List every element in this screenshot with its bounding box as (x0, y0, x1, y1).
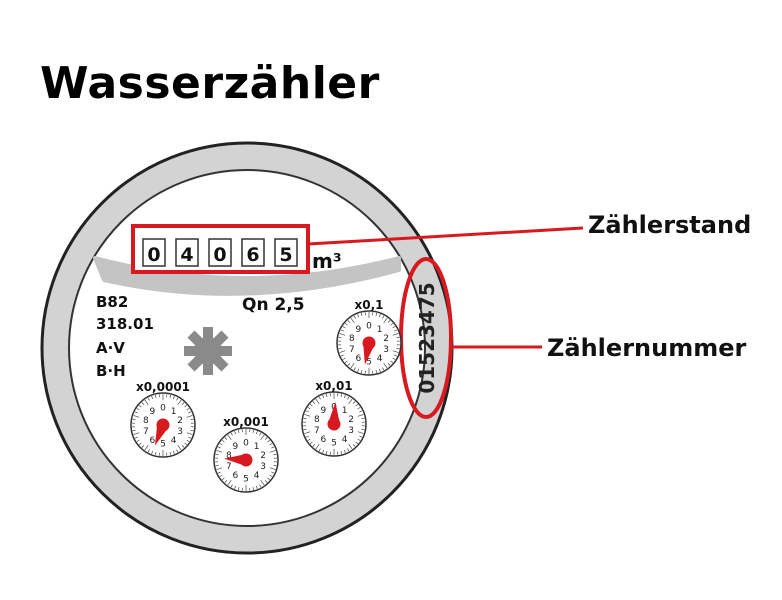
dial-number: 7 (143, 427, 149, 437)
dial-number: 3 (177, 427, 183, 437)
model-line-3: A·V (96, 339, 125, 357)
unit-label: m³ (312, 249, 342, 273)
digit-cell (241, 238, 265, 267)
dial-number: 5 (160, 440, 166, 450)
dial-number: 7 (349, 345, 355, 355)
dial-number: 4 (254, 471, 260, 481)
dial-number: 9 (150, 407, 156, 417)
digit-value: 6 (246, 244, 259, 266)
dial-number: 9 (356, 325, 362, 335)
digit-value: 5 (279, 244, 292, 266)
dial-number: 5 (366, 358, 372, 368)
dial-number: 7 (226, 462, 232, 472)
model-line-4: B·H (96, 362, 126, 380)
digit-value: 0 (147, 244, 160, 266)
digit-value: 0 (213, 244, 226, 266)
model-line-2: 318.01 (96, 315, 154, 333)
dial-number: 0 (366, 322, 372, 332)
dial-number: 5 (243, 475, 249, 485)
digit-cell (274, 238, 298, 267)
dial-number: 1 (377, 325, 383, 335)
dial-number: 1 (171, 407, 177, 417)
dial-number: 1 (254, 442, 260, 452)
dial-number: 0 (160, 404, 166, 414)
callout-label-reading: Zählerstand (588, 211, 752, 239)
dial-factor-label: x0,01 (315, 379, 352, 393)
dial-number: 5 (331, 439, 337, 449)
dial-number: 3 (383, 345, 389, 355)
page-title: Wasserzähler (40, 58, 380, 109)
digit-cell (208, 238, 232, 267)
dial-factor-label: x0,1 (355, 298, 384, 312)
dial-number: 8 (226, 451, 232, 461)
dial-number: 3 (348, 426, 354, 436)
dial-number: 8 (143, 416, 149, 426)
dial-number: 6 (233, 471, 239, 481)
digit-cell (175, 238, 199, 267)
serial-number: 01523475 (415, 282, 439, 393)
digit-value: 4 (180, 244, 193, 266)
dial-group: 0123456789x0,10123456789x0,010123456789x… (130, 298, 402, 493)
dial-number: 2 (383, 334, 389, 344)
dial-number: 9 (233, 442, 239, 452)
callout-label-serial: Zählernummer (547, 334, 747, 362)
dial-pointer (154, 418, 170, 446)
dial-pointer (362, 336, 376, 365)
dial-number: 3 (260, 462, 266, 472)
dial-number: 0 (243, 439, 249, 449)
digit-cell (142, 238, 166, 267)
model-line-1: B82 (96, 293, 128, 311)
dial-factor-label: x0,001 (223, 415, 269, 429)
dial-number: 4 (377, 354, 383, 364)
qn-rating: Qn 2,5 (242, 295, 305, 315)
dial-number: 4 (171, 436, 177, 446)
dial-number: 2 (177, 416, 183, 426)
dial-number: 6 (150, 436, 156, 446)
dial-pointer (327, 402, 341, 431)
dial-number: 7 (314, 426, 320, 436)
dial-number: 2 (260, 451, 266, 461)
dial-number: 4 (342, 435, 348, 445)
dial-number: 9 (321, 406, 327, 416)
dial-number: 6 (321, 435, 327, 445)
dial-number: 6 (356, 354, 362, 364)
leader-line-reading (307, 226, 584, 246)
dial-number: 8 (314, 415, 320, 425)
counter-band (93, 256, 401, 296)
dial-number: 1 (342, 406, 348, 416)
flow-indicator-star (184, 327, 232, 375)
dial-number: 8 (349, 334, 355, 344)
dial-factor-label: x0,0001 (136, 380, 190, 394)
dial-number: 2 (348, 415, 354, 425)
dial-pointer (224, 453, 253, 467)
